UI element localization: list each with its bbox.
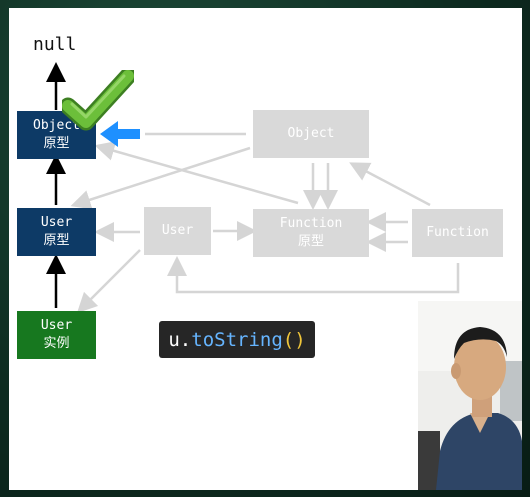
user-node-label: User xyxy=(161,223,194,238)
code-parens: () xyxy=(282,328,306,351)
arrow-function-to-object xyxy=(349,162,431,207)
presenter-video xyxy=(418,301,522,490)
object-node-label: Object xyxy=(287,126,335,141)
object-node: Object xyxy=(253,110,369,158)
object-prototype-line1: Object xyxy=(33,118,80,133)
user-prototype-line1: User xyxy=(40,215,73,230)
code-dot: . xyxy=(179,328,192,351)
arrow-function-to-user xyxy=(167,256,460,294)
null-label: null xyxy=(33,34,77,55)
user-instance-line1: User xyxy=(40,318,73,333)
blue-pointer-arrow-icon xyxy=(100,121,140,147)
user-instance-line2: 实例 xyxy=(43,336,70,351)
user-prototype-line2: 原型 xyxy=(43,233,70,248)
function-node-label: Function xyxy=(426,225,489,240)
user-prototype-node: User 原型 xyxy=(17,208,96,256)
webcam-overlay xyxy=(418,301,522,490)
arrow-function-proto-to-object-proto xyxy=(94,141,299,205)
function-prototype-line2: 原型 xyxy=(297,234,324,249)
arrow-object-to-user-proto xyxy=(70,146,251,210)
user-instance-node: User 实例 xyxy=(17,311,96,359)
arrow-user-to-user-instance xyxy=(76,249,141,314)
code-object: u xyxy=(168,328,180,351)
function-prototype-line1: Function xyxy=(279,216,343,231)
checkmark-icon xyxy=(62,70,134,131)
code-method: toString xyxy=(191,328,283,351)
user-node: User xyxy=(144,207,211,255)
function-prototype-node: Function 原型 xyxy=(253,209,369,257)
function-node: Function xyxy=(412,209,503,257)
code-snippet: u.toString() xyxy=(159,321,315,358)
object-prototype-line2: 原型 xyxy=(43,136,70,151)
